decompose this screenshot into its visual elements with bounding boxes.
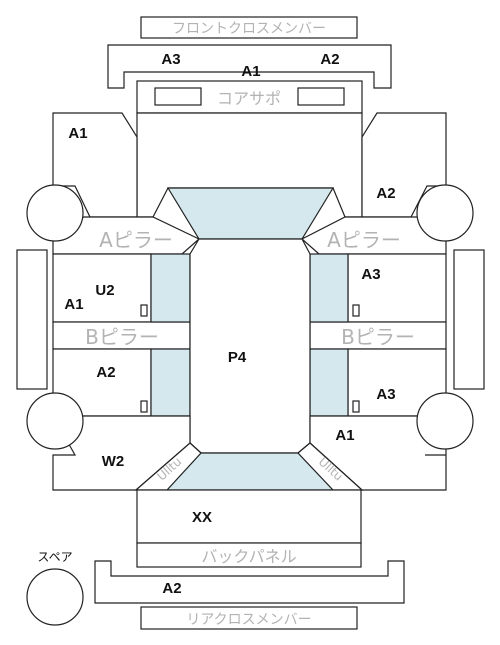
right-front-door-handle — [352, 304, 360, 317]
grade-right-rear-bottom: A1 — [335, 427, 354, 444]
grade-left-mid-upper: U2 — [95, 282, 114, 299]
grade-rear: A2 — [162, 580, 181, 597]
left-rear-quarter — [51, 415, 191, 491]
right-front-door — [347, 253, 447, 323]
grade-left-rear: A2 — [96, 364, 115, 381]
spare-tire — [26, 568, 84, 626]
grade-front-left: A3 — [161, 51, 180, 68]
trunk-lid — [136, 489, 362, 544]
grade-left-mid-lower: A1 — [64, 296, 83, 313]
grade-right-mid: A3 — [361, 266, 380, 283]
left-rear-door-handle — [140, 400, 148, 413]
grade-left-rear-bottom: W2 — [102, 453, 125, 470]
back-panel-box — [136, 542, 362, 568]
right-rear-door-handle — [352, 400, 360, 413]
left-front-side-window — [150, 253, 191, 323]
rear-left-wheel — [26, 392, 84, 450]
left-front-door-handle — [140, 304, 148, 317]
rear-right-wheel — [416, 392, 474, 450]
front-right-wheel — [416, 184, 474, 242]
left-front-door — [52, 253, 152, 323]
a-pillar-right-label: Aピラー — [327, 228, 401, 252]
b-pillar-left-label: Bピラー — [85, 325, 159, 349]
headlight-right — [297, 87, 345, 106]
front-bumper-bracket — [107, 44, 392, 89]
grade-core-support: A1 — [241, 63, 260, 80]
grade-trunk: XX — [192, 509, 212, 526]
right-front-side-window — [309, 253, 349, 323]
b-pillar-right-band — [309, 321, 447, 350]
roof-panel — [189, 238, 311, 454]
windshield — [166, 187, 335, 240]
rear-cross-member-box — [140, 606, 358, 630]
front-cross-member-label: フロントクロスメンバー — [172, 21, 326, 37]
grade-left-front-panel: A1 — [68, 125, 87, 142]
spare-label: スペア — [37, 550, 72, 564]
front-cross-member-box — [140, 16, 358, 39]
right-rear-side-window — [309, 348, 349, 417]
headlight-left — [154, 87, 202, 106]
front-left-wheel — [26, 184, 84, 242]
grade-front-right: A2 — [320, 51, 339, 68]
b-pillar-right-label: Bピラー — [341, 325, 415, 349]
rear-cross-member-label: リアクロスメンバー — [186, 612, 311, 628]
grade-right-rear: A3 — [376, 386, 395, 403]
left-side-skirt — [16, 249, 48, 390]
grade-center: P4 — [228, 349, 247, 366]
grade-right-front-panel: A2 — [376, 185, 395, 202]
core-support-label: コアサポ — [217, 89, 281, 108]
b-pillar-left-band — [52, 321, 191, 350]
right-side-skirt — [453, 249, 485, 390]
rear-bumper-bracket — [94, 560, 405, 604]
a-pillar-left-label: Aピラー — [99, 228, 173, 252]
back-panel-label: バックパネル — [201, 547, 296, 566]
left-rear-side-window — [150, 348, 191, 417]
